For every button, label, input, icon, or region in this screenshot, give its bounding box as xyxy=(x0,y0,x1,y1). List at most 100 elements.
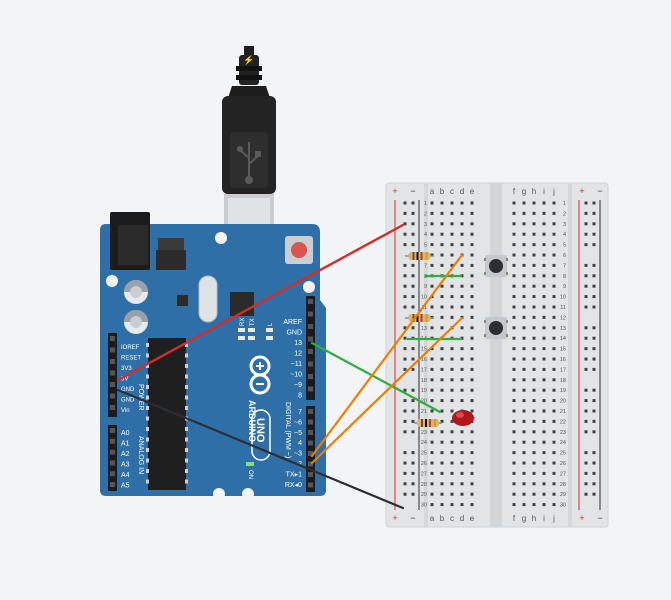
wire-pin13-green[interactable] xyxy=(310,341,442,414)
analog-pin-label: A4 xyxy=(121,472,130,479)
wires xyxy=(116,223,464,510)
row-number: 23 xyxy=(560,430,566,436)
power-header xyxy=(108,333,117,417)
row-number: 3 xyxy=(424,222,427,228)
row-number: 26 xyxy=(560,461,566,467)
digital-pin-label: ~6 xyxy=(294,419,302,426)
capacitor xyxy=(124,280,148,304)
row-number: 7 xyxy=(424,263,427,269)
l-label: L xyxy=(268,322,274,326)
row-number: 14 xyxy=(560,336,566,342)
analog-header xyxy=(108,425,117,491)
column-letter: e xyxy=(470,187,475,196)
row-number: 5 xyxy=(424,243,427,249)
svg-text:UNO: UNO xyxy=(254,418,266,443)
column-letter: j xyxy=(552,187,555,196)
rail-symbol: + xyxy=(579,186,584,196)
digital-label: DIGITAL (PWM ~) xyxy=(284,402,291,458)
power-pin-label: GND xyxy=(121,387,135,393)
analog-pin-label: A1 xyxy=(121,441,130,448)
on-label: ON xyxy=(247,470,253,479)
row-number: 1 xyxy=(563,201,566,207)
row-number: 13 xyxy=(560,326,566,332)
row-number: 1 xyxy=(424,201,427,207)
row-number: 28 xyxy=(421,482,427,488)
power-pin-label: IOREF xyxy=(121,345,140,351)
voltage-regulator xyxy=(156,238,186,270)
arduino-uno-board[interactable]: RX TX L ARDUINO UNO ON POWER ANALOG IN D… xyxy=(100,212,326,500)
digital-pin-label: ~9 xyxy=(294,382,302,389)
row-number: 9 xyxy=(424,284,427,290)
resistor-1[interactable] xyxy=(405,252,434,260)
power-pin-label: 5V xyxy=(121,377,128,383)
row-number: 18 xyxy=(421,378,427,384)
uno-badge: UNO xyxy=(251,409,271,461)
row-number: 28 xyxy=(560,482,566,488)
breadboard[interactable]: 1122334455667788991010111112121313141415… xyxy=(385,182,609,528)
row-number: 2 xyxy=(424,211,427,217)
row-number: 24 xyxy=(421,440,427,446)
digital-header-bottom xyxy=(306,406,315,492)
analog-pin-label: A2 xyxy=(121,451,130,458)
analog-pin-label: A5 xyxy=(121,483,130,490)
row-number: 29 xyxy=(421,492,427,498)
digital-header-top xyxy=(306,296,315,400)
row-number: 30 xyxy=(421,503,427,509)
mounting-hole xyxy=(242,488,254,500)
row-number: 11 xyxy=(421,305,427,311)
row-number: 10 xyxy=(560,295,566,301)
power-pin-label: Vin xyxy=(121,408,130,414)
tx-label: TX xyxy=(250,318,256,326)
column-letter: a xyxy=(430,514,435,523)
column-letter: g xyxy=(522,187,526,196)
reset-button[interactable] xyxy=(285,236,313,264)
analog-pin-label: A3 xyxy=(121,462,130,469)
row-number: 5 xyxy=(563,243,566,249)
lightning-icon: ⚡ xyxy=(243,54,254,66)
column-letter: d xyxy=(460,187,464,196)
power-pin-label: RESET xyxy=(121,356,141,362)
rx-label: RX xyxy=(240,318,246,326)
power-pin-label: GND xyxy=(121,398,135,404)
row-number: 6 xyxy=(563,253,566,259)
row-number: 20 xyxy=(560,399,566,405)
digital-pin-label: ~10 xyxy=(290,372,302,379)
row-number: 24 xyxy=(560,440,566,446)
digital-pin-label: ~11 xyxy=(291,361,302,368)
row-number: 30 xyxy=(560,503,566,509)
row-number: 17 xyxy=(560,367,566,373)
column-letter: j xyxy=(552,514,555,523)
column-letter: e xyxy=(470,514,475,523)
row-number: 22 xyxy=(560,419,566,425)
wire-gnd-black[interactable] xyxy=(116,388,405,510)
rail-symbol: − xyxy=(597,186,602,196)
row-number: 16 xyxy=(560,357,566,363)
digital-pin-label: 12 xyxy=(294,351,302,358)
digital-pin-label: 4 xyxy=(298,440,302,447)
row-number: 10 xyxy=(421,295,427,301)
rail-symbol: − xyxy=(410,513,415,523)
column-letter: c xyxy=(450,187,454,196)
status-leds xyxy=(238,328,273,340)
red-led[interactable] xyxy=(452,410,475,426)
column-letter: d xyxy=(460,514,464,523)
analog-pin-label: A0 xyxy=(121,430,130,437)
wire-5v-red[interactable] xyxy=(116,223,405,382)
digital-pin-label: GND xyxy=(286,330,302,337)
row-number: 13 xyxy=(421,326,427,332)
column-letter: f xyxy=(513,514,516,523)
pushbutton-2[interactable] xyxy=(484,317,508,339)
atmega-chip xyxy=(146,338,188,490)
digital-pin-label: 8 xyxy=(298,393,302,400)
analog-in-label: ANALOG IN xyxy=(137,436,144,474)
digital-pin-label: AREF xyxy=(283,319,302,326)
wire-pin3-orange[interactable] xyxy=(310,253,464,458)
power-label: POWER xyxy=(137,384,144,410)
usb-symbol-icon xyxy=(237,142,261,184)
pushbutton-1[interactable] xyxy=(484,255,508,277)
wire-pin2-orange[interactable] xyxy=(310,316,464,465)
resistor-2[interactable] xyxy=(405,314,434,322)
rail-symbol: − xyxy=(597,513,602,523)
row-number: 23 xyxy=(421,430,427,436)
resistor-3[interactable] xyxy=(414,419,442,427)
